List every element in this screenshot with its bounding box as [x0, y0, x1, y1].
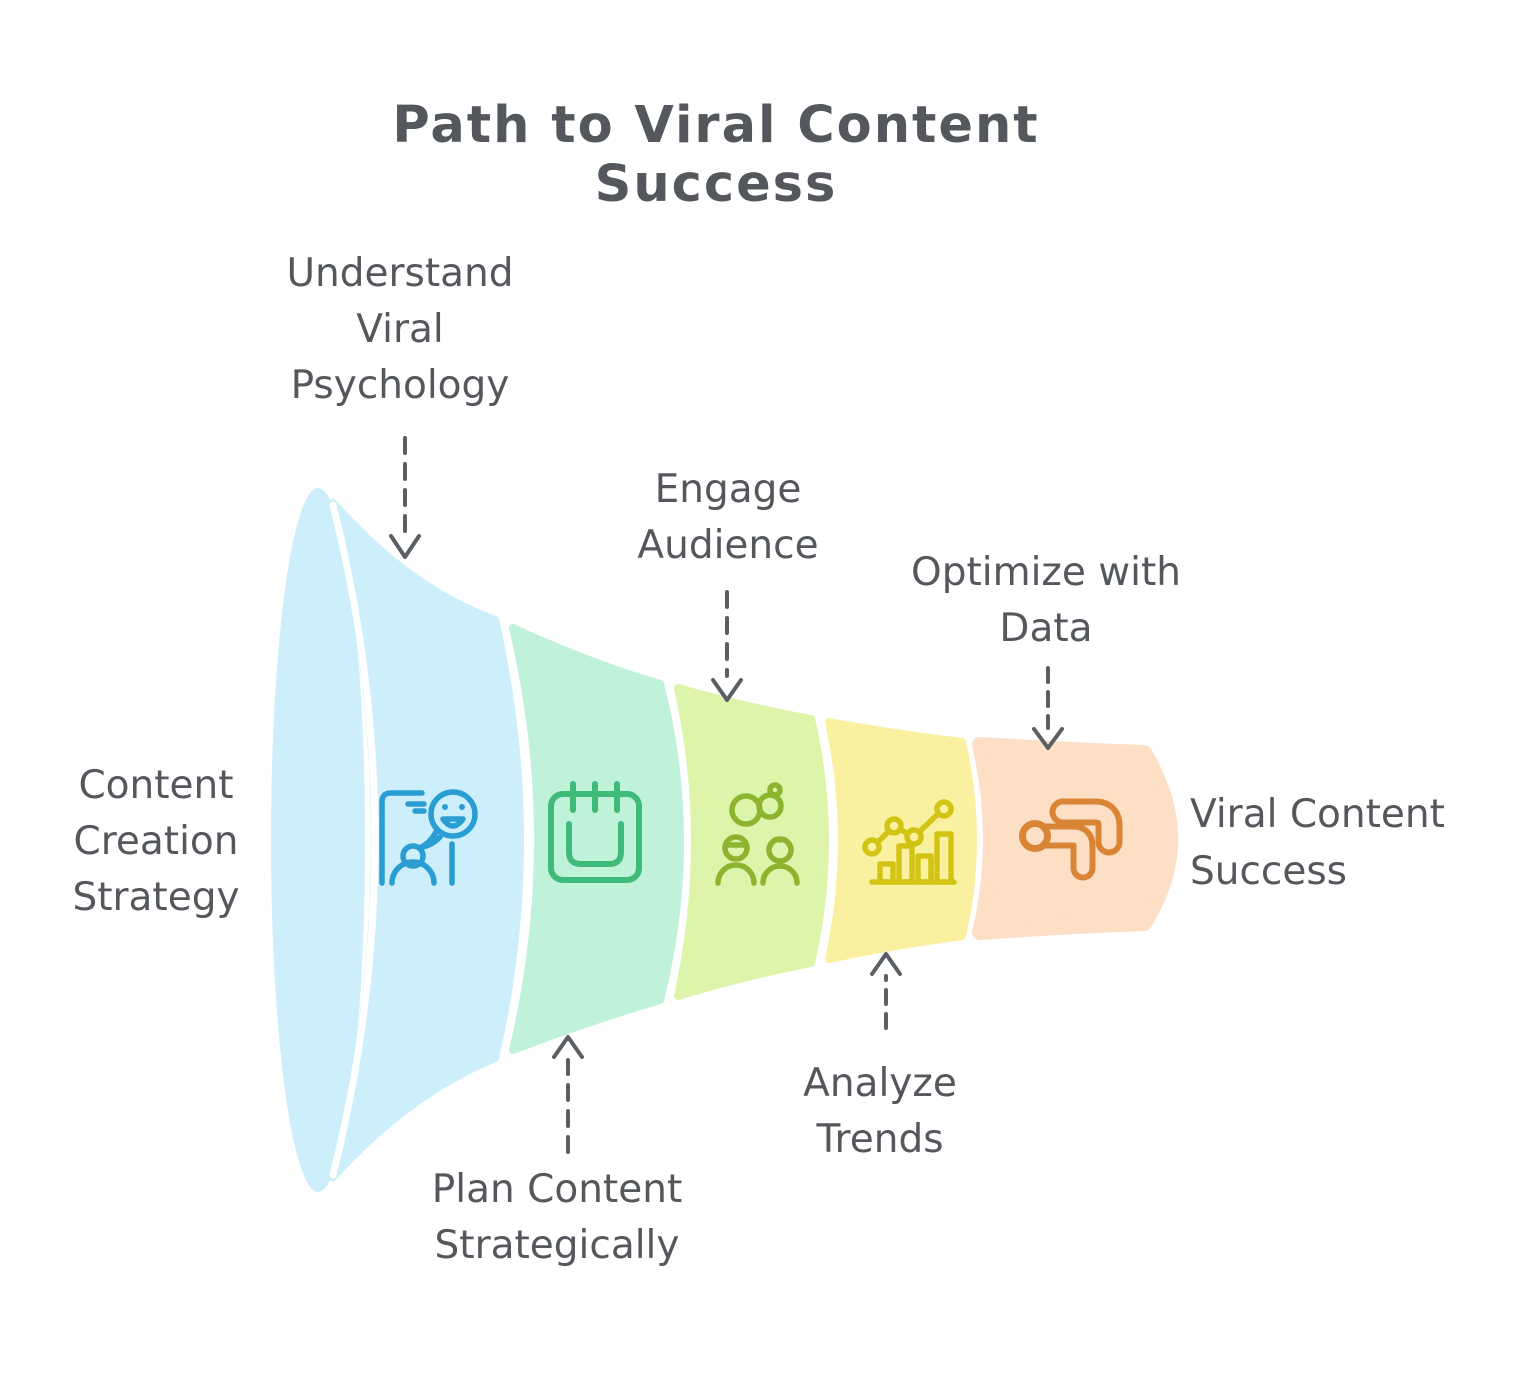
- label-viral-content-success: Viral Content Success: [1190, 792, 1445, 894]
- funnel-stage-analyze: [825, 718, 977, 963]
- callout-analyze-trends: Analyze Trends: [803, 1061, 957, 1162]
- content-calendar-icon: [548, 781, 642, 883]
- label-content-creation-strategy: Content Creation Strategy: [72, 763, 240, 920]
- share-growth-icon: [1019, 798, 1123, 881]
- arrow-analyze: [870, 952, 902, 1030]
- diagram-title: Path to Viral Content Success: [392, 96, 1040, 214]
- callout-engage-audience: Engage Audience: [637, 467, 819, 568]
- callout-optimize-with-data: Optimize with Data: [910, 550, 1182, 651]
- arrow-understand: [389, 436, 421, 559]
- trend-analytics-icon: [862, 799, 957, 885]
- funnel-rim-line: [329, 501, 379, 1179]
- funnel-mouth-ellipse: [271, 488, 365, 1192]
- arrow-plan: [552, 1035, 584, 1154]
- callout-understand-viral-psychology: Understand Viral Psychology: [286, 251, 514, 408]
- callout-plan-content-strategically: Plan Content Strategically: [431, 1167, 683, 1268]
- funnel-stage-engage: [674, 684, 829, 1000]
- audience-people-icon: [715, 782, 800, 886]
- funnel-stage-plan: [509, 624, 684, 1054]
- arrow-optimize: [1032, 666, 1064, 750]
- smartphone-chat-icon: [379, 789, 478, 886]
- arrow-engage: [711, 590, 743, 702]
